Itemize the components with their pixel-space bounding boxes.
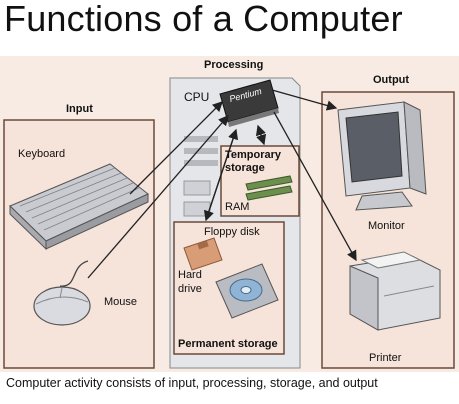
monitor-label: Monitor [368,220,405,232]
temporary-storage-label: Temporary storage [225,149,282,174]
ram-module-icon [245,175,293,201]
permanent-storage-label: Permanent storage [178,338,278,350]
cpu-label: CPU [184,90,210,104]
input-panel [3,119,155,369]
arrow-cpu-to-monitor [271,89,338,111]
input-label: Input [66,103,93,115]
arrow-mouse-to-cpu [87,115,229,279]
keyboard-label: Keyboard [18,148,66,160]
mouse-icon [33,260,91,326]
hard-drive-label: Hard drive [178,269,202,295]
cpu-chip-icon [219,79,279,127]
floppy-disk-label: Floppy disk [204,226,260,238]
processing-label: Processing [204,59,264,71]
arrow-cpu-to-printer [273,111,357,262]
page-title: Functions of a Computer [4,0,403,39]
keyboard-icon [9,163,149,251]
floppy-disk-icon [183,237,223,271]
arrow-keyboard-to-cpu [129,101,223,195]
flow-arrows [87,89,357,279]
diagram-graphics [0,56,459,372]
diagram: Processing CPU Pentium Input Output Keyb… [0,56,459,404]
arrow-storage-to-cpu [205,128,239,221]
mouse-label: Mouse [104,296,138,308]
hard-drive-icon [215,263,279,319]
arrow-ram-to-cpu [255,124,266,145]
monitor-icon [337,101,427,211]
printer-label: Printer [369,352,402,364]
ram-label: RAM [225,201,250,213]
printer-icon [349,251,441,331]
diagram-caption: Computer activity consists of input, pro… [6,376,378,390]
output-label: Output [373,74,410,86]
